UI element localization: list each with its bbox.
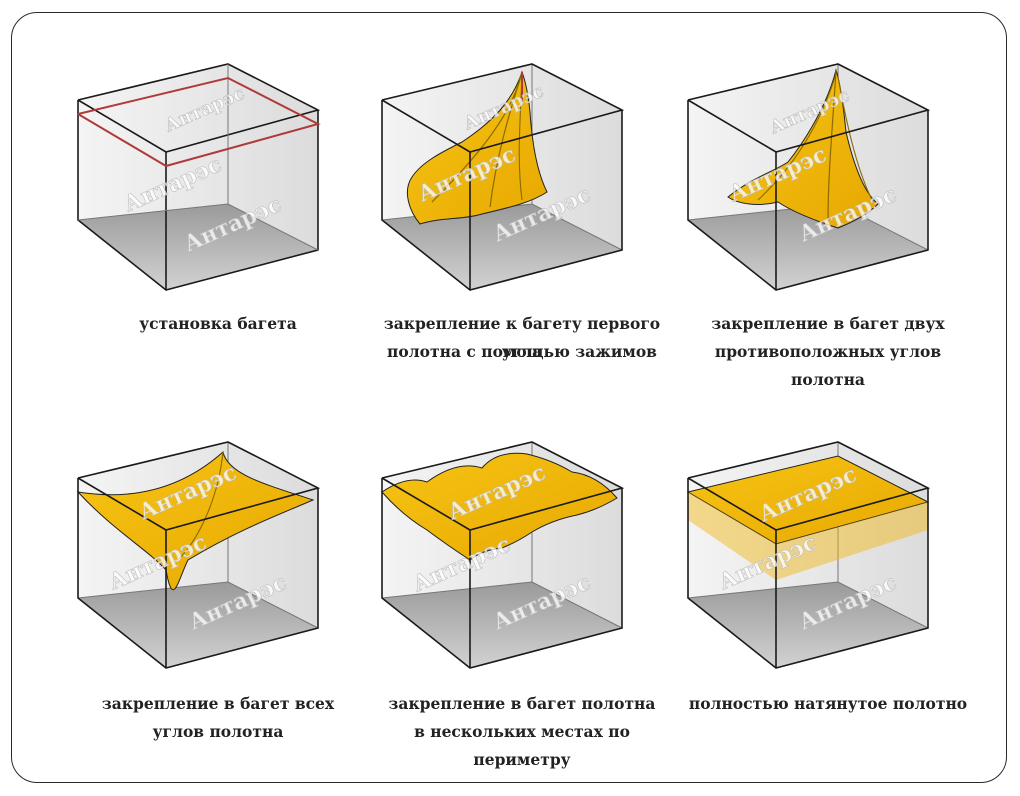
step-caption-line2: противоположных углов полотна: [714, 342, 942, 389]
step-caption-line2: углов полотна: [152, 722, 284, 741]
step-4: Антарэс Антарэс Антарэс закрепление в ба…: [68, 420, 368, 790]
step-3: Антарэс Антарэс Антарэс закрепление в ба…: [678, 42, 978, 412]
step-caption-line1: закрепление в багет всех: [101, 694, 335, 713]
box-illustration-4: Антарэс Антарэс Антарэс: [76, 441, 321, 669]
box-illustration-5: Антарэс Антарэс Антарэс: [381, 441, 625, 669]
step-caption-line1: полностью натянутое полотно: [688, 694, 968, 713]
step-caption-line2: полотна с помощью зажимов: [387, 342, 657, 361]
step-5: Антарэс Антарэс Антарэс закрепление в ба…: [372, 420, 672, 790]
step-caption-line1: закрепление в багет полотна: [388, 694, 656, 713]
step-6: Антарэс Антарэс Антарэс полностью натяну…: [678, 420, 978, 790]
outer-frame: [11, 12, 1007, 783]
box-illustration-2: Антарэс Антарэс Антарэс: [381, 63, 625, 291]
box-illustration-6: Антарэс Антарэс Антарэс: [686, 441, 931, 669]
step-caption-line1: закрепление к багету первого угла: [383, 314, 661, 361]
step-2: Антарэс Антарэс Антарэс закрепление к ба…: [372, 42, 672, 412]
step-caption-line1: закрепление в багет двух: [711, 314, 945, 333]
box-illustration-1: Антарэс Антарэс Антарэс: [77, 63, 321, 291]
step-caption-line2: в нескольких местах по периметру: [414, 722, 630, 769]
step-1: Антарэс Антарэс Антарэс установка багета: [68, 42, 368, 412]
step-caption-line1: установка багета: [139, 314, 297, 333]
box-illustration-3: Антарэс Антарэс Антарэс: [687, 63, 931, 291]
